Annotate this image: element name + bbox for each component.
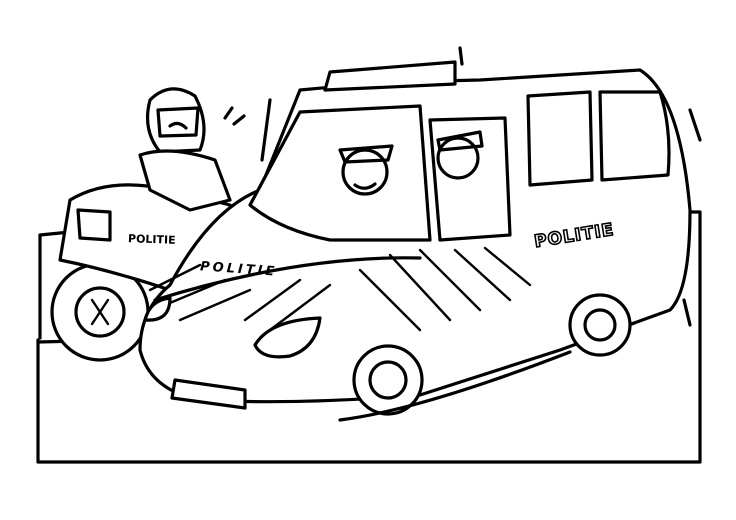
motorcycle-label: POLITIE [127, 232, 176, 247]
police-van [138, 46, 702, 422]
